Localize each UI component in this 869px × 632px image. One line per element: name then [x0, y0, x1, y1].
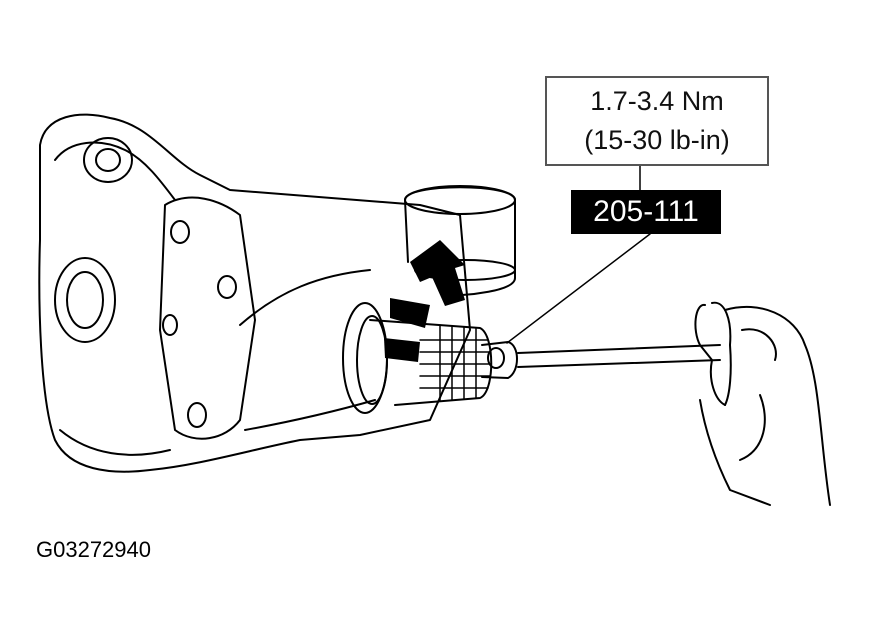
upper-bore: [83, 137, 133, 183]
bolt: [170, 220, 190, 244]
tool-shaft: [517, 344, 721, 368]
figure-id: G03272940: [36, 537, 151, 562]
t-handle: [694, 304, 726, 406]
knuckle-housing: [38, 113, 471, 473]
bolt: [162, 314, 178, 336]
threaded-sleeve: [369, 319, 493, 406]
bolt: [187, 402, 207, 428]
torque-spec-box: 1.7-3.4 Nm (15-30 lb-in): [545, 76, 769, 166]
leader-line: [506, 165, 651, 344]
torque-imperial: (15-30 lb-in): [584, 125, 730, 155]
tool-number-label: 205-111: [571, 190, 721, 234]
lower-bore: [54, 257, 116, 343]
hand: [699, 305, 831, 506]
bolt: [217, 275, 237, 299]
torque-metric: 1.7-3.4 Nm: [590, 86, 724, 116]
motion-arrows: [384, 240, 465, 362]
